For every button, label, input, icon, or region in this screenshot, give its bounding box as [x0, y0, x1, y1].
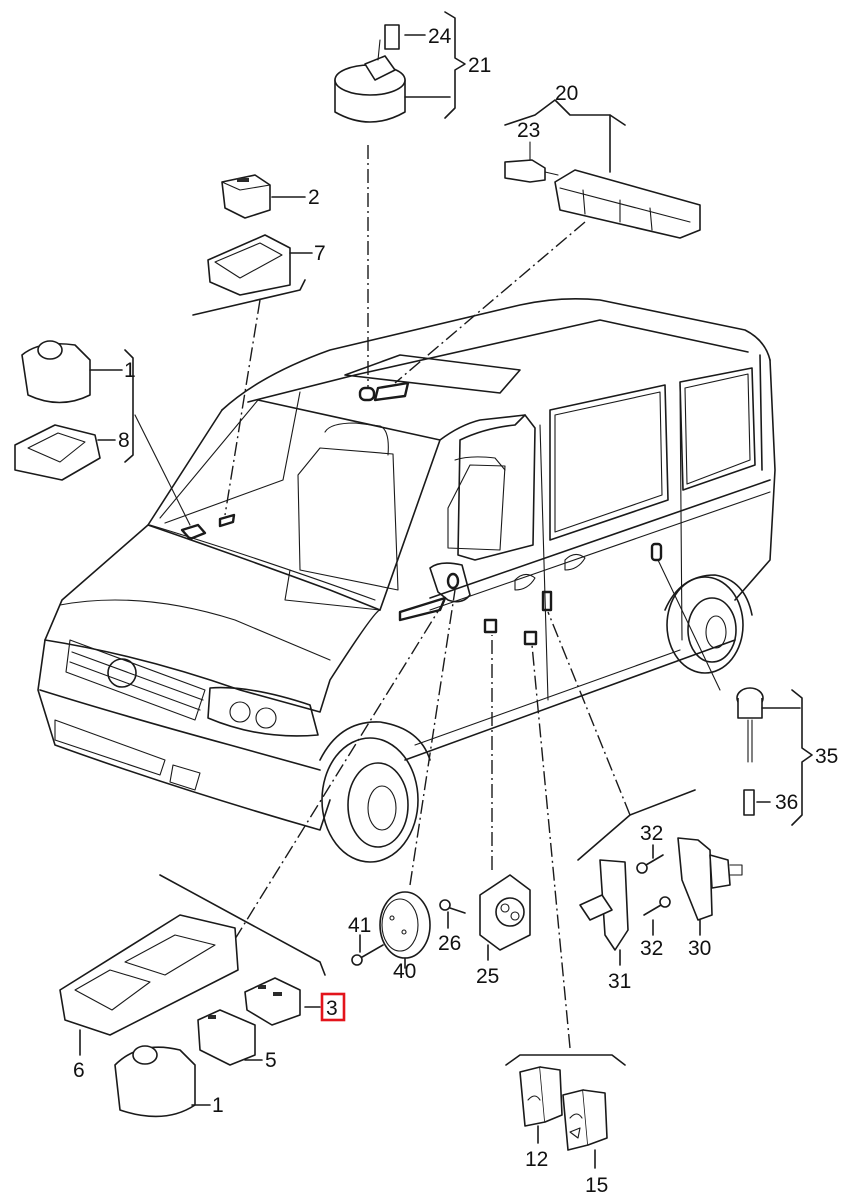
label-6: 6 — [73, 1059, 85, 1082]
part-15-switch[interactable] — [562, 1089, 608, 1169]
location-marker-rear-door — [650, 542, 663, 562]
label-35: 35 — [815, 745, 838, 768]
part-31-contact-switch[interactable] — [579, 859, 629, 966]
location-marker-roof-module — [373, 381, 410, 402]
label-3: 3 — [326, 997, 338, 1020]
group-bracket-bottom-left — [159, 874, 326, 976]
label-31: 31 — [608, 970, 631, 993]
part-36-connector[interactable] — [743, 789, 771, 816]
part-23-connector[interactable] — [504, 159, 546, 183]
label-32-bottom: 32 — [640, 937, 663, 960]
location-marker-door-a — [483, 618, 498, 634]
part-25-central-lock[interactable] — [479, 874, 531, 961]
leader-lines — [134, 145, 721, 1049]
label-15: 15 — [585, 1174, 608, 1197]
highlight-box-part-3 — [320, 992, 346, 1022]
label-36: 36 — [775, 791, 798, 814]
part-24-connector[interactable] — [384, 24, 400, 50]
part-21-roof-switch[interactable] — [334, 11, 466, 123]
part-1-mirror-adjuster-bottom[interactable] — [114, 1045, 211, 1118]
part-12-switch[interactable] — [519, 1066, 563, 1144]
part-35-contact-button[interactable] — [736, 687, 813, 826]
part-30-door-contact[interactable] — [677, 837, 743, 936]
label-5: 5 — [265, 1049, 277, 1072]
part-2-switch[interactable] — [221, 174, 306, 219]
label-40: 40 — [393, 960, 416, 983]
part-26-bolt[interactable] — [439, 899, 466, 929]
label-32-top: 32 — [640, 822, 663, 845]
part-20-control-module[interactable] — [504, 99, 701, 239]
label-24: 24 — [428, 25, 452, 48]
label-26: 26 — [438, 932, 461, 955]
location-marker-pillar — [541, 590, 553, 612]
part-5-switch[interactable] — [197, 1009, 263, 1066]
label-12: 12 — [525, 1148, 548, 1171]
part-3-window-switch[interactable] — [244, 977, 321, 1026]
van-illustration — [37, 297, 776, 863]
location-marker-mirror — [446, 572, 460, 590]
label-8: 8 — [118, 429, 130, 452]
label-23: 23 — [517, 119, 540, 142]
group-bracket-contact-switch — [577, 789, 696, 861]
location-marker-dash-right — [218, 513, 236, 528]
part-6-door-switch-panel[interactable] — [59, 914, 239, 1056]
part-32-screw-top[interactable] — [636, 844, 664, 874]
part-1-mirror-adjuster-top[interactable] — [21, 340, 123, 404]
label-30: 30 — [688, 937, 711, 960]
part-8-trim-frame[interactable] — [14, 349, 134, 481]
location-marker-door-b — [523, 630, 538, 646]
label-20: 20 — [555, 82, 578, 105]
label-41: 41 — [348, 914, 371, 937]
location-marker-door-panel — [398, 596, 447, 622]
location-marker-roof-switch — [358, 386, 376, 402]
group-bracket-small-switches — [505, 1054, 626, 1066]
label-25: 25 — [476, 965, 499, 988]
label-21: 21 — [468, 54, 491, 77]
part-7-switch-housing[interactable] — [192, 234, 313, 316]
part-41-screw[interactable] — [351, 934, 384, 966]
location-marker-dash-left — [180, 523, 207, 541]
label-1-bottom: 1 — [212, 1094, 224, 1117]
label-2: 2 — [308, 186, 320, 209]
label-7: 7 — [314, 242, 326, 265]
label-1-top: 1 — [124, 359, 136, 382]
part-32-screw-bottom[interactable] — [643, 896, 671, 936]
part-40-speaker-mount[interactable] — [379, 891, 431, 969]
